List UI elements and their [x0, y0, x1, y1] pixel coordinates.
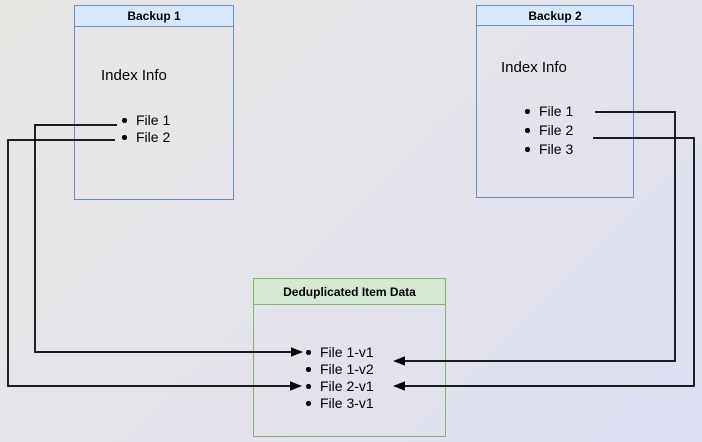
backup1-header: Backup 1	[75, 6, 233, 27]
list-item: File 2-v1	[305, 378, 374, 395]
backup2-title: Backup 2	[528, 8, 582, 23]
list-item: File 2	[524, 121, 573, 140]
dedup-title: Deduplicated Item Data	[283, 284, 416, 299]
backup1-title: Backup 1	[127, 9, 181, 23]
list-item: File 3	[524, 140, 573, 159]
list-item: File 1-v2	[305, 361, 374, 378]
list-item: File 1	[121, 112, 170, 129]
backup2-index-info-label: Index Info	[501, 59, 567, 76]
list-item: File 3-v1	[305, 395, 374, 412]
list-item: File 2	[121, 129, 170, 146]
dedup-header: Deduplicated Item Data	[254, 279, 445, 305]
backup1-index-info-label: Index Info	[101, 67, 167, 84]
list-item: File 1	[524, 102, 573, 121]
list-item: File 1-v1	[305, 344, 374, 361]
backup2-header: Backup 2	[477, 6, 633, 26]
